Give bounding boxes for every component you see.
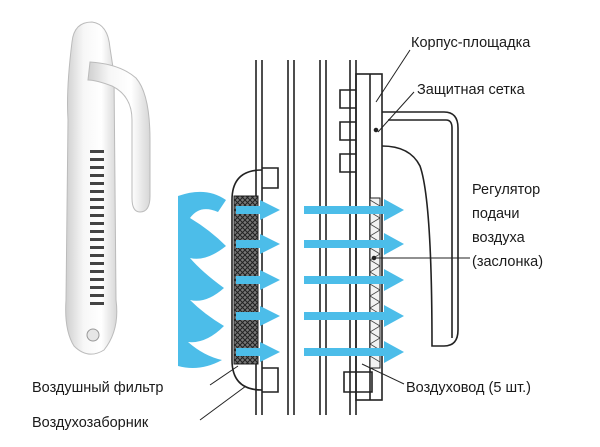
- air-intake-hood: [231, 169, 263, 391]
- label-regulator-line2: подачи: [472, 206, 519, 222]
- handle-screw-cap: [86, 328, 100, 342]
- window-frame-profile: [255, 60, 373, 415]
- label-regulator-line1: Регулятор: [472, 182, 540, 198]
- duct-arrow-5: [236, 342, 280, 362]
- duct-arrow-2b: [304, 233, 404, 255]
- duct-arrow-2: [236, 234, 280, 254]
- inner-handle-outline: [381, 111, 459, 347]
- duct-arrow-3b: [304, 269, 404, 291]
- label-air-duct: Воздуховод (5 шт.): [406, 380, 531, 396]
- incoming-airflow: [178, 191, 226, 368]
- leader-lines: [199, 49, 470, 421]
- label-air-intake: Воздухозаборник: [32, 415, 149, 431]
- handle-vent-slots: [90, 150, 104, 305]
- label-regulator-line4: (заслонка): [472, 254, 543, 270]
- duct-arrow-3: [236, 270, 280, 290]
- window-handle-illustration: [65, 21, 151, 355]
- duct-arrow-4: [236, 306, 280, 326]
- label-mesh: Защитная сетка: [417, 82, 526, 98]
- air-duct-arrows: [236, 199, 404, 363]
- label-regulator-line3: воздуха: [472, 230, 526, 246]
- duct-arrow-1b: [304, 199, 404, 221]
- duct-arrow-1: [236, 200, 280, 220]
- label-air-filter: Воздушный фильтр: [32, 380, 163, 396]
- duct-arrow-5b: [304, 341, 404, 363]
- duct-arrow-4b: [304, 305, 404, 327]
- label-housing: Корпус-площадка: [411, 35, 531, 51]
